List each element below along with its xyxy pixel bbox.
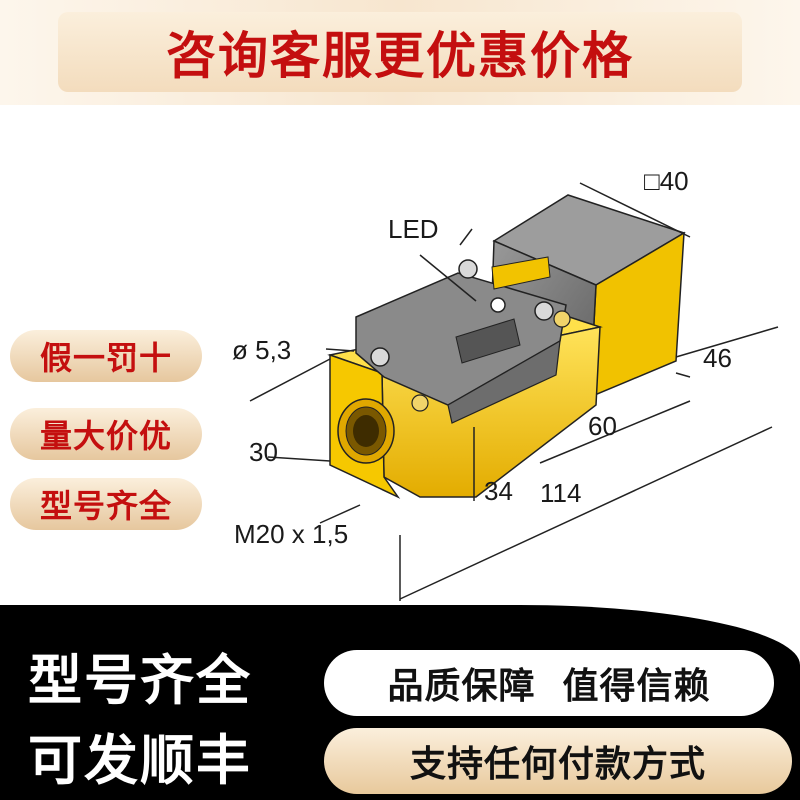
payment-pill-label: 支持任何付款方式 (409, 744, 706, 785)
badge-full-range: 型号齐全 (10, 478, 202, 530)
label-led: LED (388, 214, 439, 244)
badge-full-range-label: 型号齐全 (39, 487, 172, 525)
sensor-cap (355, 256, 567, 424)
badge-volume-price-label: 量大价优 (39, 417, 172, 455)
label-square-40: □40 (644, 166, 689, 196)
label-46: 46 (703, 343, 732, 373)
banner-title: 咨询客服更优惠价格 (166, 27, 634, 85)
badge-guarantee: 假一罚十 (10, 330, 202, 382)
led-window-icon (490, 297, 506, 313)
quality-pill: 品质保障 值得信赖 (324, 650, 774, 716)
top-banner: 咨询客服更优惠价格 (0, 0, 800, 105)
label-dia: ø 5,3 (232, 335, 291, 365)
label-114: 114 (540, 478, 581, 508)
bottom-left-line1: 型号齐全 (28, 649, 252, 712)
bottom-left-line2: 可发顺丰 (28, 729, 252, 792)
quality-pill-label: 品质保障 值得信赖 (387, 666, 711, 707)
thread-port-icon (337, 398, 395, 464)
payment-pill: 支持任何付款方式 (324, 728, 792, 794)
screw-icons (370, 259, 571, 412)
label-thread: M20 x 1,5 (234, 519, 348, 549)
badge-volume-price: 量大价优 (10, 408, 202, 460)
label-60: 60 (588, 411, 617, 441)
label-34: 34 (484, 476, 513, 506)
dimension-lines (249, 182, 779, 601)
label-30: 30 (249, 437, 278, 467)
sensor-dimension-diagram: □40 LED ø 5,3 46 60 30 34 114 M20 x 1,5 (232, 166, 779, 601)
top-banner-box: 咨询客服更优惠价格 (58, 12, 742, 92)
badge-guarantee-label: 假一罚十 (39, 339, 172, 377)
